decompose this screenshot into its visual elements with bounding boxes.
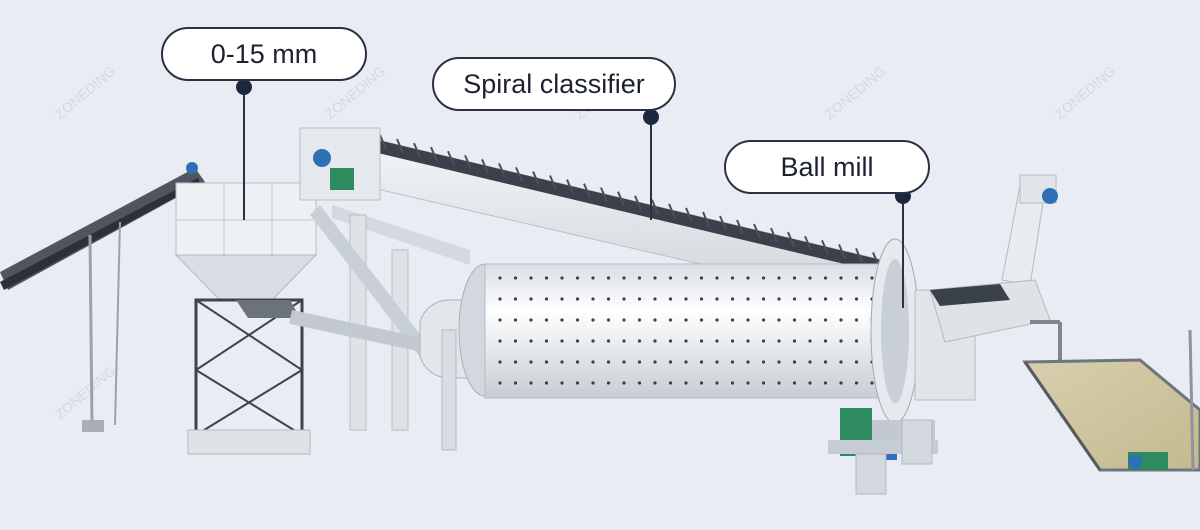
spiral-classifier: [289, 127, 891, 431]
svg-text:ZONEDING: ZONEDING: [52, 63, 119, 123]
svg-text:ZONEDING: ZONEDING: [52, 363, 119, 423]
drive-motor-icon: [186, 162, 198, 174]
ball-mill-leader: [902, 196, 904, 308]
discharge-elevator: [929, 174, 1062, 360]
spiral-classifier-leader: [650, 112, 652, 220]
feed-size-leader: [243, 80, 245, 220]
svg-text:ZONEDING: ZONEDING: [822, 63, 889, 123]
ball-mill-label: Ball mill: [724, 140, 930, 194]
feed-hopper: [174, 182, 318, 455]
feed-size-marker: [236, 79, 252, 95]
spiral-classifier-label: Spiral classifier: [432, 57, 676, 111]
ball-mill: [419, 238, 976, 495]
spiral-classifier-marker: [643, 109, 659, 125]
belt-conveyor: [0, 162, 205, 432]
svg-text:ZONEDING: ZONEDING: [1052, 63, 1119, 123]
settling-tank: [1022, 329, 1200, 472]
feed-size-label: 0-15 mm: [161, 27, 367, 81]
